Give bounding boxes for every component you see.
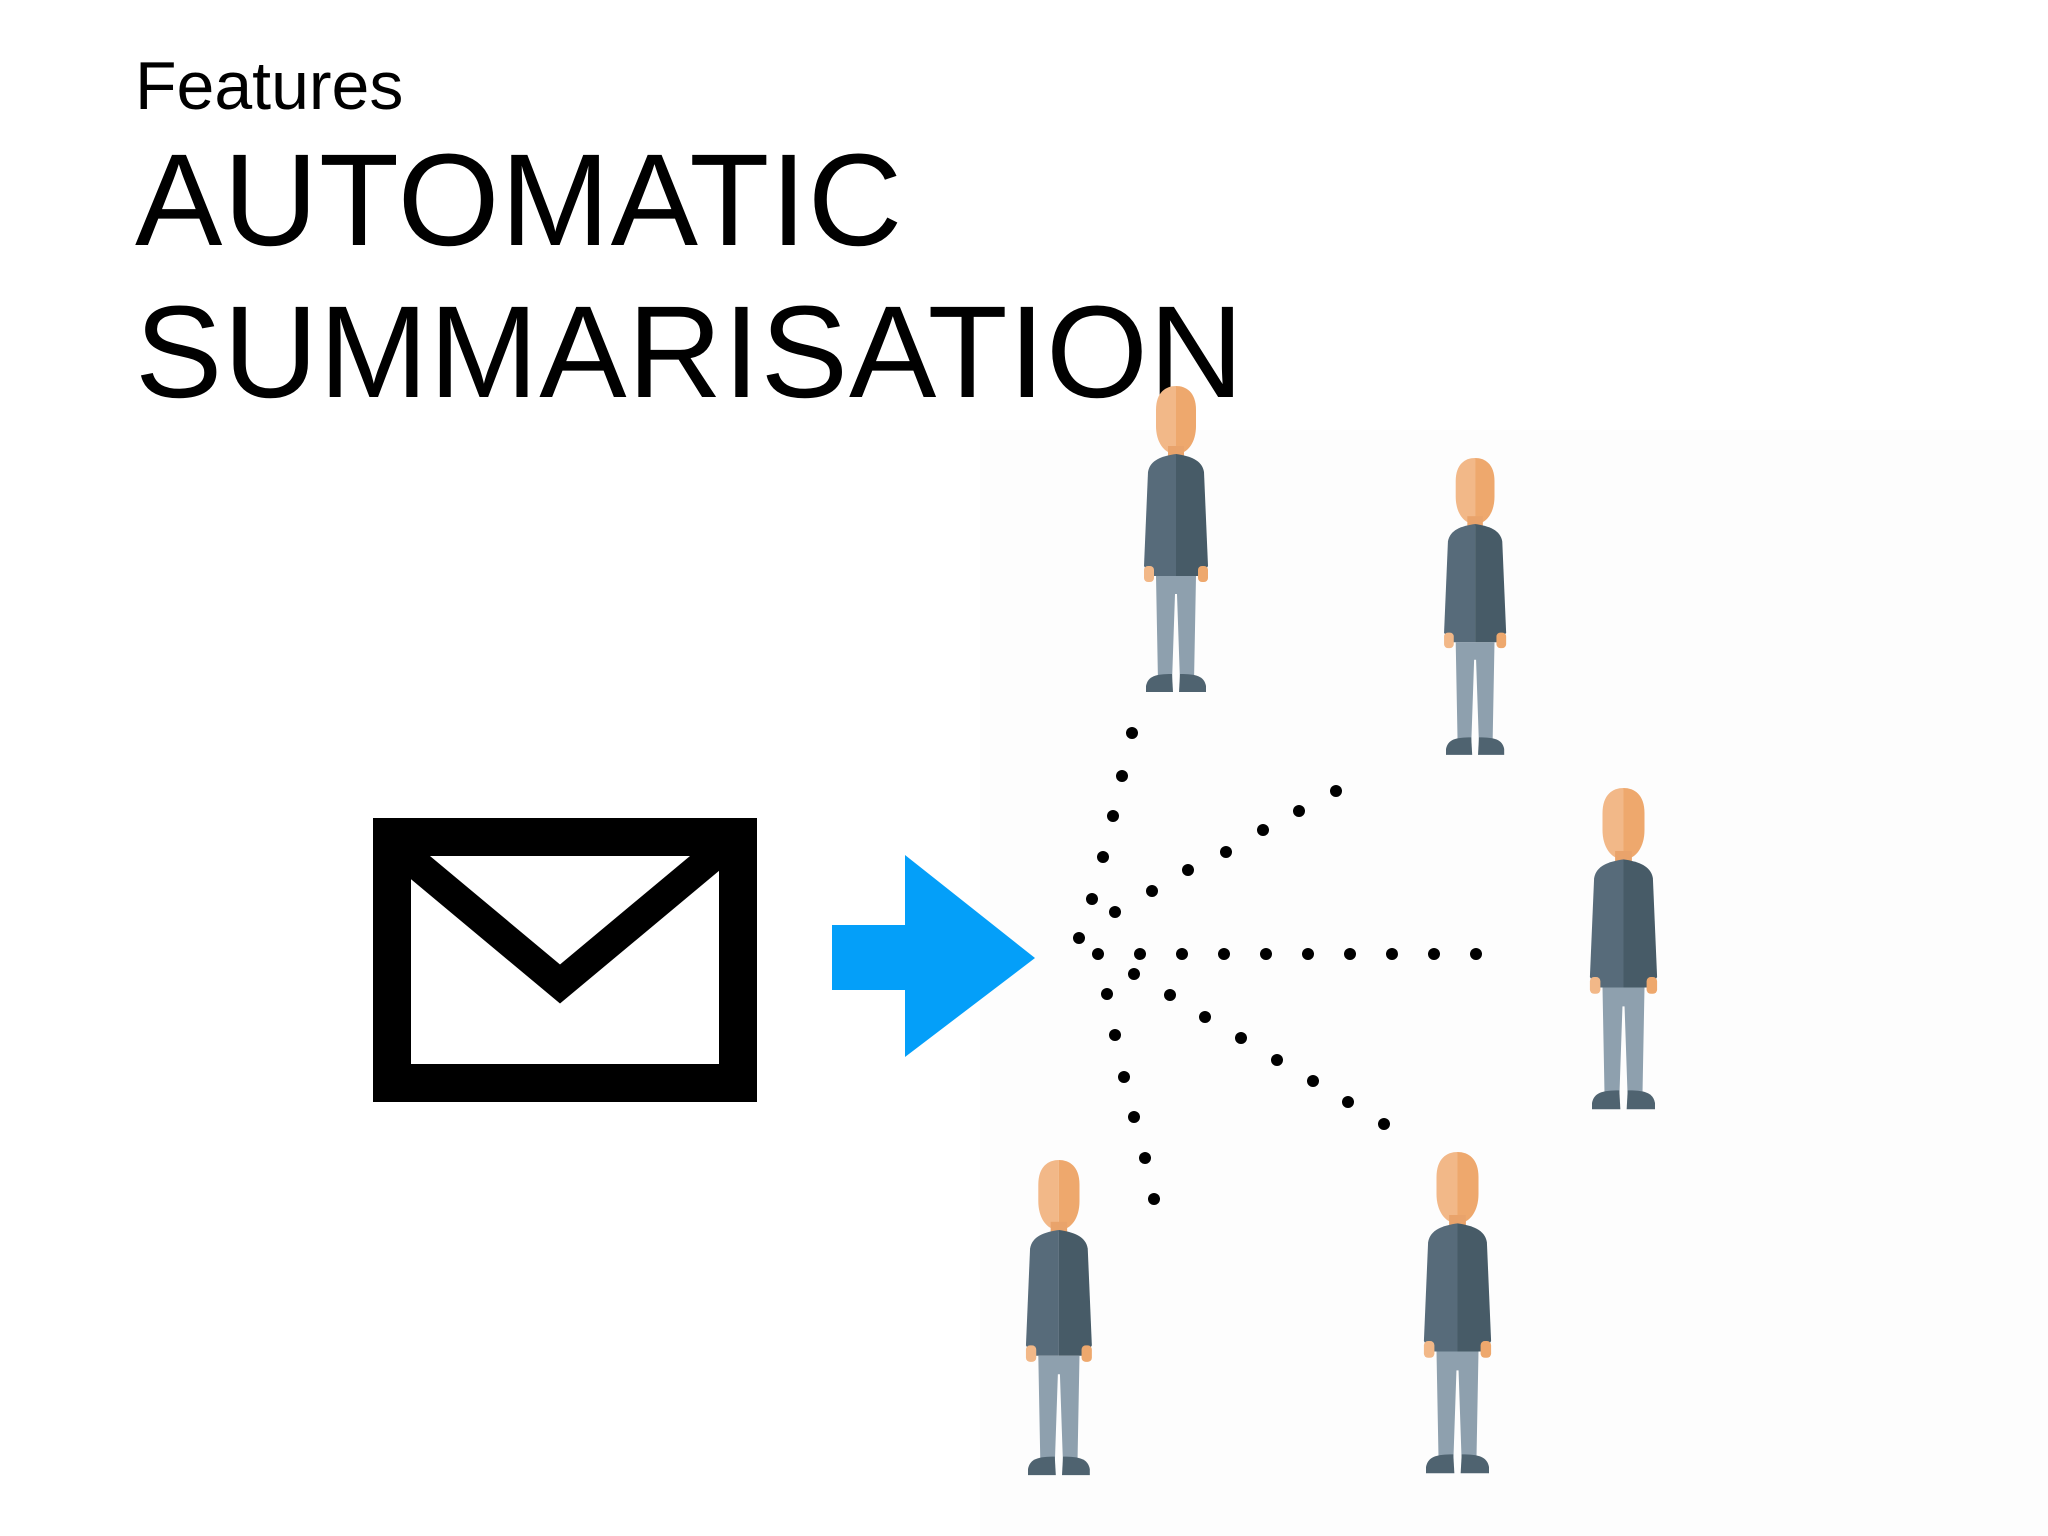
slide-header: Features AUTOMATIC SUMMARISATION [135, 48, 1245, 428]
section-label: Features [135, 48, 404, 124]
arrow-right-icon [832, 855, 1035, 1057]
title-line-1: AUTOMATIC [135, 126, 904, 273]
person-icon [1444, 458, 1507, 755]
envelope-icon [373, 818, 757, 1102]
title-line-2: SUMMARISATION [135, 278, 1245, 425]
person-icon [1423, 1152, 1492, 1474]
person-icon [1025, 1160, 1092, 1476]
person-icon [1144, 386, 1208, 692]
person-icon [1589, 788, 1658, 1110]
dotted-connector-lines [1073, 727, 1482, 1205]
